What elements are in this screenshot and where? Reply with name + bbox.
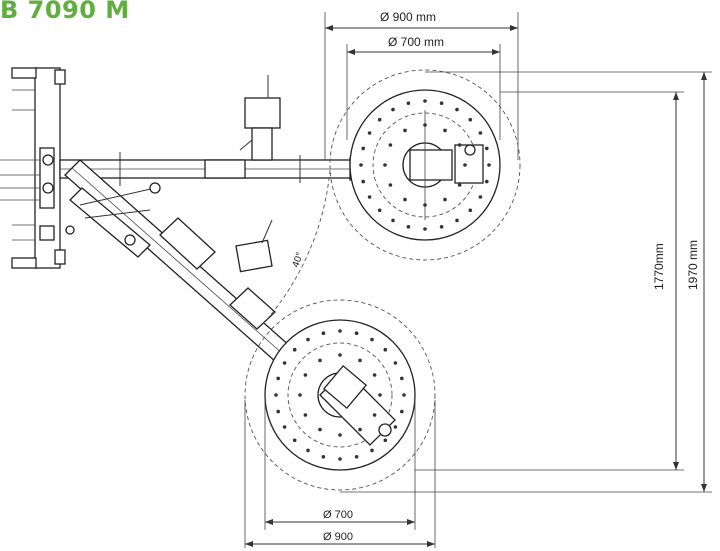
bolt-hole xyxy=(485,179,489,184)
bolt-hole xyxy=(457,143,462,147)
bolt-hole xyxy=(439,225,444,229)
bolt-hole xyxy=(403,128,407,133)
bolt-hole xyxy=(443,197,447,202)
bolt-hole xyxy=(367,131,372,135)
bolt-hole xyxy=(478,195,483,199)
bottom-rotor-holes xyxy=(274,329,406,461)
bolt-hole xyxy=(383,163,387,167)
bolt-hole xyxy=(338,353,342,357)
bolt-hole xyxy=(388,143,393,147)
top-inner-diameter-label: Ø 700 mm xyxy=(388,35,444,49)
bolt-hole xyxy=(377,117,382,122)
bolt-hole xyxy=(455,218,459,223)
bolt-hole xyxy=(361,179,366,184)
bottom-inner-diameter-label: Ø 700 xyxy=(323,509,353,521)
bolt-hole xyxy=(468,117,473,122)
bolt-hole xyxy=(378,393,382,397)
bolt-hole xyxy=(292,347,297,352)
bolt-hole xyxy=(303,413,308,417)
bolt-hole xyxy=(485,146,489,151)
bottom-rotor xyxy=(244,299,436,491)
bolt-hole xyxy=(383,347,388,352)
bolt-hole xyxy=(377,208,382,213)
bolt-hole xyxy=(478,131,483,135)
bolt-hole xyxy=(443,128,447,133)
bolt-hole xyxy=(358,358,362,363)
bolt-hole xyxy=(282,425,287,429)
bolt-hole xyxy=(321,455,326,459)
bolt-hole xyxy=(367,195,372,199)
bolt-hole xyxy=(370,448,374,453)
bolt-hole xyxy=(388,183,393,187)
bolt-hole xyxy=(370,337,374,342)
bolt-hole xyxy=(306,337,310,342)
bolt-hole xyxy=(338,433,342,437)
angle-label: 40° xyxy=(290,251,306,269)
bolt-hole xyxy=(400,409,404,414)
bolt-hole xyxy=(391,218,395,223)
bolt-hole xyxy=(406,225,411,229)
bolt-hole xyxy=(282,361,287,365)
bolt-hole xyxy=(423,203,427,207)
bolt-hole xyxy=(457,183,462,187)
bolt-hole xyxy=(403,197,407,202)
bolt-hole xyxy=(372,373,377,377)
bolt-hole xyxy=(292,438,297,443)
bolt-hole xyxy=(439,101,444,105)
bolt-hole xyxy=(423,123,427,127)
bolt-hole xyxy=(423,99,427,103)
bottom-outer-diameter-label: Ø 900 xyxy=(323,531,353,543)
height-dimensions: 1770mm 1970 mm xyxy=(340,71,712,493)
bolt-hole xyxy=(487,163,491,167)
top-rotor xyxy=(329,69,521,261)
bolt-hole xyxy=(303,373,308,377)
height-outer-label: 1970 mm xyxy=(686,240,700,290)
bolt-hole xyxy=(361,146,366,151)
bolt-hole xyxy=(354,455,359,459)
bolt-hole xyxy=(391,107,395,112)
bolt-hole xyxy=(338,329,342,333)
bolt-hole xyxy=(276,409,281,414)
diagonal-arm xyxy=(64,159,346,409)
bolt-hole xyxy=(402,393,406,397)
bolt-hole xyxy=(298,393,302,397)
bolt-hole xyxy=(400,376,404,381)
bolt-hole xyxy=(463,163,467,167)
bottom-diameter-dimensions: Ø 700 Ø 900 xyxy=(244,400,436,548)
bolt-hole xyxy=(306,448,310,453)
bolt-hole xyxy=(455,107,459,112)
bolt-hole xyxy=(338,457,342,461)
bolt-hole xyxy=(423,227,427,231)
top-rotor-holes xyxy=(359,99,491,231)
mounting-frame xyxy=(0,67,75,269)
bolt-hole xyxy=(321,331,326,336)
angle-indicator: 40° xyxy=(261,169,331,326)
bolt-hole xyxy=(383,438,388,443)
bolt-hole xyxy=(354,331,359,336)
top-outer-diameter-label: Ø 900 mm xyxy=(380,10,436,24)
bolt-hole xyxy=(406,101,411,105)
bolt-hole xyxy=(393,361,398,365)
bolt-hole xyxy=(468,208,473,213)
bolt-hole xyxy=(318,427,322,432)
height-inner-label: 1770mm xyxy=(652,243,666,290)
bolt-hole xyxy=(359,163,363,167)
bolt-hole xyxy=(372,413,377,417)
product-title: B 7090 M xyxy=(0,0,130,24)
bolt-hole xyxy=(276,376,281,381)
top-diameter-dimensions: Ø 900 mm Ø 700 mm xyxy=(324,10,519,160)
bolt-hole xyxy=(274,393,278,397)
bolt-hole xyxy=(318,358,322,363)
bolt-hole xyxy=(358,427,362,432)
bolt-hole xyxy=(393,425,398,429)
